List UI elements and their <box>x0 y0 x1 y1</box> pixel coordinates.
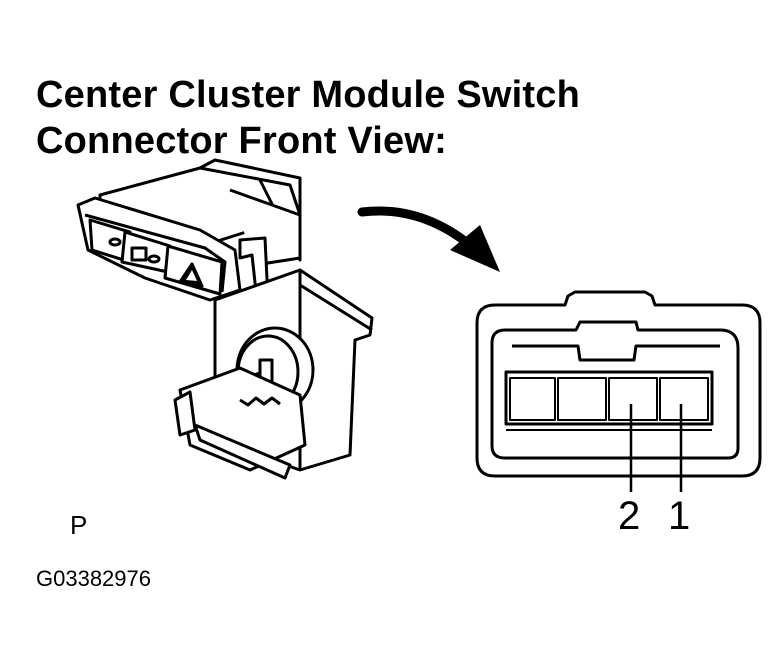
view-code-label: P <box>70 510 88 540</box>
connector-front-view <box>475 290 762 492</box>
pin-label-1: 1 <box>668 494 691 538</box>
curved-arrow-icon <box>357 206 500 272</box>
title-line-2: Connector Front View: <box>36 120 447 162</box>
diagram-title: Center Cluster Module Switch Connector F… <box>36 72 580 164</box>
figure-id: G03382976 <box>36 566 151 591</box>
title-line-1: Center Cluster Module Switch <box>36 74 581 116</box>
switch-module-illustration <box>76 158 374 480</box>
pin-label-2: 2 <box>618 494 641 538</box>
